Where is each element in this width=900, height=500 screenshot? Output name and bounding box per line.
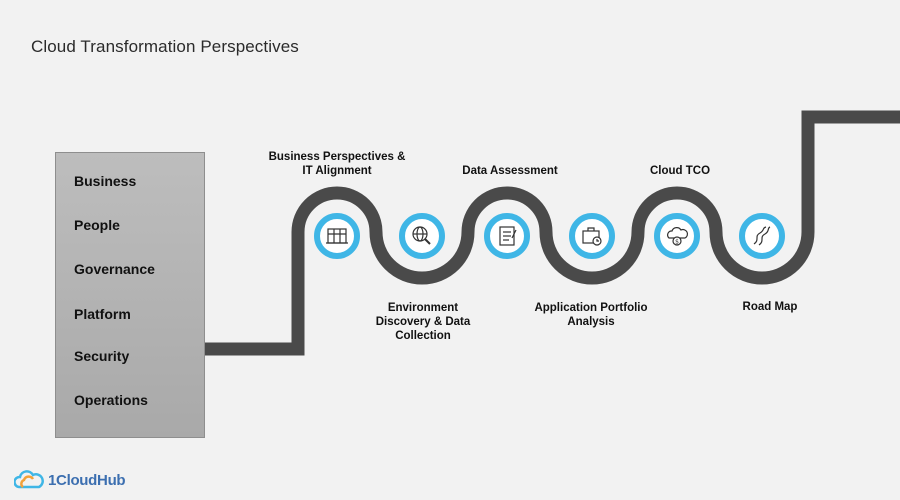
perspective-security: Security xyxy=(74,348,130,364)
perspective-governance: Governance xyxy=(74,261,155,277)
step-label-business-it: Business Perspectives & IT Alignment xyxy=(268,151,406,177)
cloud-logo-icon xyxy=(14,470,44,489)
cloud-dollar-icon: $ xyxy=(667,227,689,246)
brand-name: 1CloudHub xyxy=(48,471,126,489)
brand-logo: 1CloudHub xyxy=(14,470,126,490)
step-icon-winding-road xyxy=(739,213,785,259)
step-label-data-assessment: Data Assessment xyxy=(462,165,558,177)
perspective-platform: Platform xyxy=(74,306,131,322)
svg-text:$: $ xyxy=(675,239,679,246)
step-label-environment: Environment Discovery & Data Collection xyxy=(375,302,471,342)
page-title: Cloud Transformation Perspectives xyxy=(31,37,299,56)
data-center-icon xyxy=(326,228,348,244)
perspective-business: Business xyxy=(74,173,137,189)
step-icon-checklist xyxy=(484,213,530,259)
step-icon-globe-search xyxy=(399,213,445,259)
winding-road-icon xyxy=(753,226,771,246)
step-label-portfolio: Application Portfolio Analysis xyxy=(534,302,648,328)
perspectives-box: Business People Governance Platform Secu… xyxy=(55,152,205,438)
step-label-road-map: Road Map xyxy=(742,301,798,313)
perspective-people: People xyxy=(74,217,120,233)
briefcase-clock-icon xyxy=(582,227,602,246)
road-path xyxy=(205,110,900,356)
perspective-operations: Operations xyxy=(74,392,148,408)
globe-search-icon xyxy=(412,226,431,245)
step-icon-data-center xyxy=(314,213,360,259)
step-label-cloud-tco: Cloud TCO xyxy=(649,165,711,177)
step-icon-cloud-dollar: $ xyxy=(654,213,700,259)
checklist-icon xyxy=(499,226,517,246)
step-icon-briefcase-clock xyxy=(569,213,615,259)
